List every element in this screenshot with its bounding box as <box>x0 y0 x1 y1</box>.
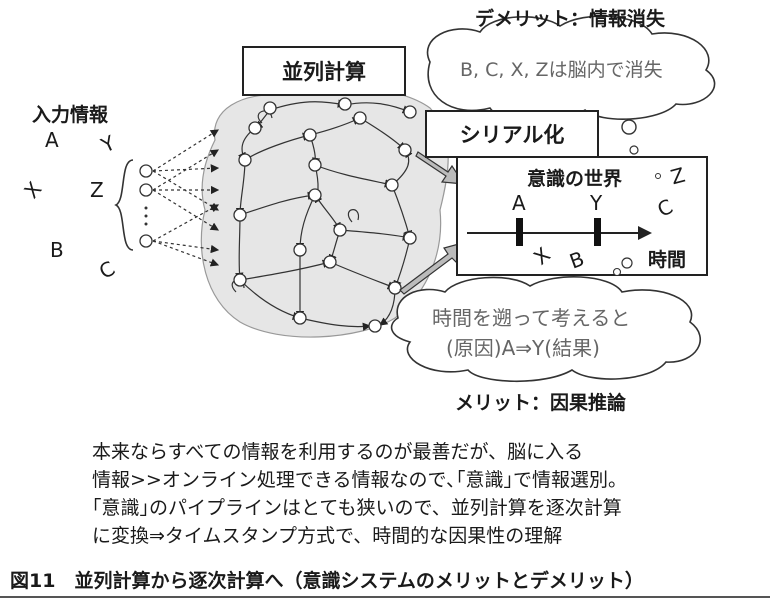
demerit-label: デメリット：情報消失 <box>475 8 666 30</box>
merit-label: メリット：因果推論 <box>455 392 627 414</box>
bottom-cloud <box>390 276 701 383</box>
network-nodes <box>233 97 417 333</box>
marker-y-label: Y <box>590 191 603 215</box>
input-ellipsis <box>144 206 148 226</box>
marker-y-bar <box>594 218 601 246</box>
input-brace <box>114 159 134 251</box>
serial-arrows <box>399 151 468 295</box>
diagram-graphics <box>114 15 716 383</box>
marker-a-label: A <box>512 191 526 215</box>
input-arrows <box>152 129 220 267</box>
serial-box: シリアル化 <box>425 110 599 158</box>
body-line: ｢意識｣のパイプラインはとても狭いので、並列計算を逐次計算 <box>92 497 622 519</box>
world-title: 意識の世界 <box>527 168 623 190</box>
input-letter-b: B <box>50 238 64 262</box>
caption-rule <box>0 596 770 598</box>
body-paragraph: 本来ならすべての情報を利用するのが最善だが、脳に入る 情報>>オンライン処理でき… <box>92 438 732 550</box>
bubble-dot <box>621 257 633 269</box>
input-letter-z: Z <box>90 178 104 202</box>
bubble-dot <box>655 173 661 179</box>
body-line: 本来ならすべての情報を利用するのが最善だが、脳に入る <box>92 441 584 463</box>
bubble-dot <box>621 119 637 135</box>
bottom-cloud-line2: (原因)A⇒Y(結果) <box>446 336 600 360</box>
bubble-dot <box>612 267 622 277</box>
top-cloud-text: B, C, X, Zは脳内で消失 <box>460 59 663 81</box>
body-line: 情報>>オンライン処理できる情報なので､｢意識｣で情報選別。 <box>92 469 627 491</box>
bottom-cloud-line1: 時間を遡って考えると <box>432 306 631 330</box>
body-line: に変換⇒タイムスタンプ方式で、時間的な因果性の理解 <box>92 525 563 547</box>
figure-caption: 図11 並列計算から逐次計算へ（意識システムのメリットとデメリット） <box>10 570 644 592</box>
bubble-dot <box>629 145 639 155</box>
axis-time-label: 時間 <box>648 249 687 271</box>
input-label: 入力情報 <box>32 104 109 126</box>
parallel-box: 並列計算 <box>242 46 406 96</box>
world-box <box>456 156 708 276</box>
input-letter-a: A <box>45 128 59 152</box>
input-nodes <box>139 164 153 248</box>
marker-a-bar <box>516 218 523 246</box>
